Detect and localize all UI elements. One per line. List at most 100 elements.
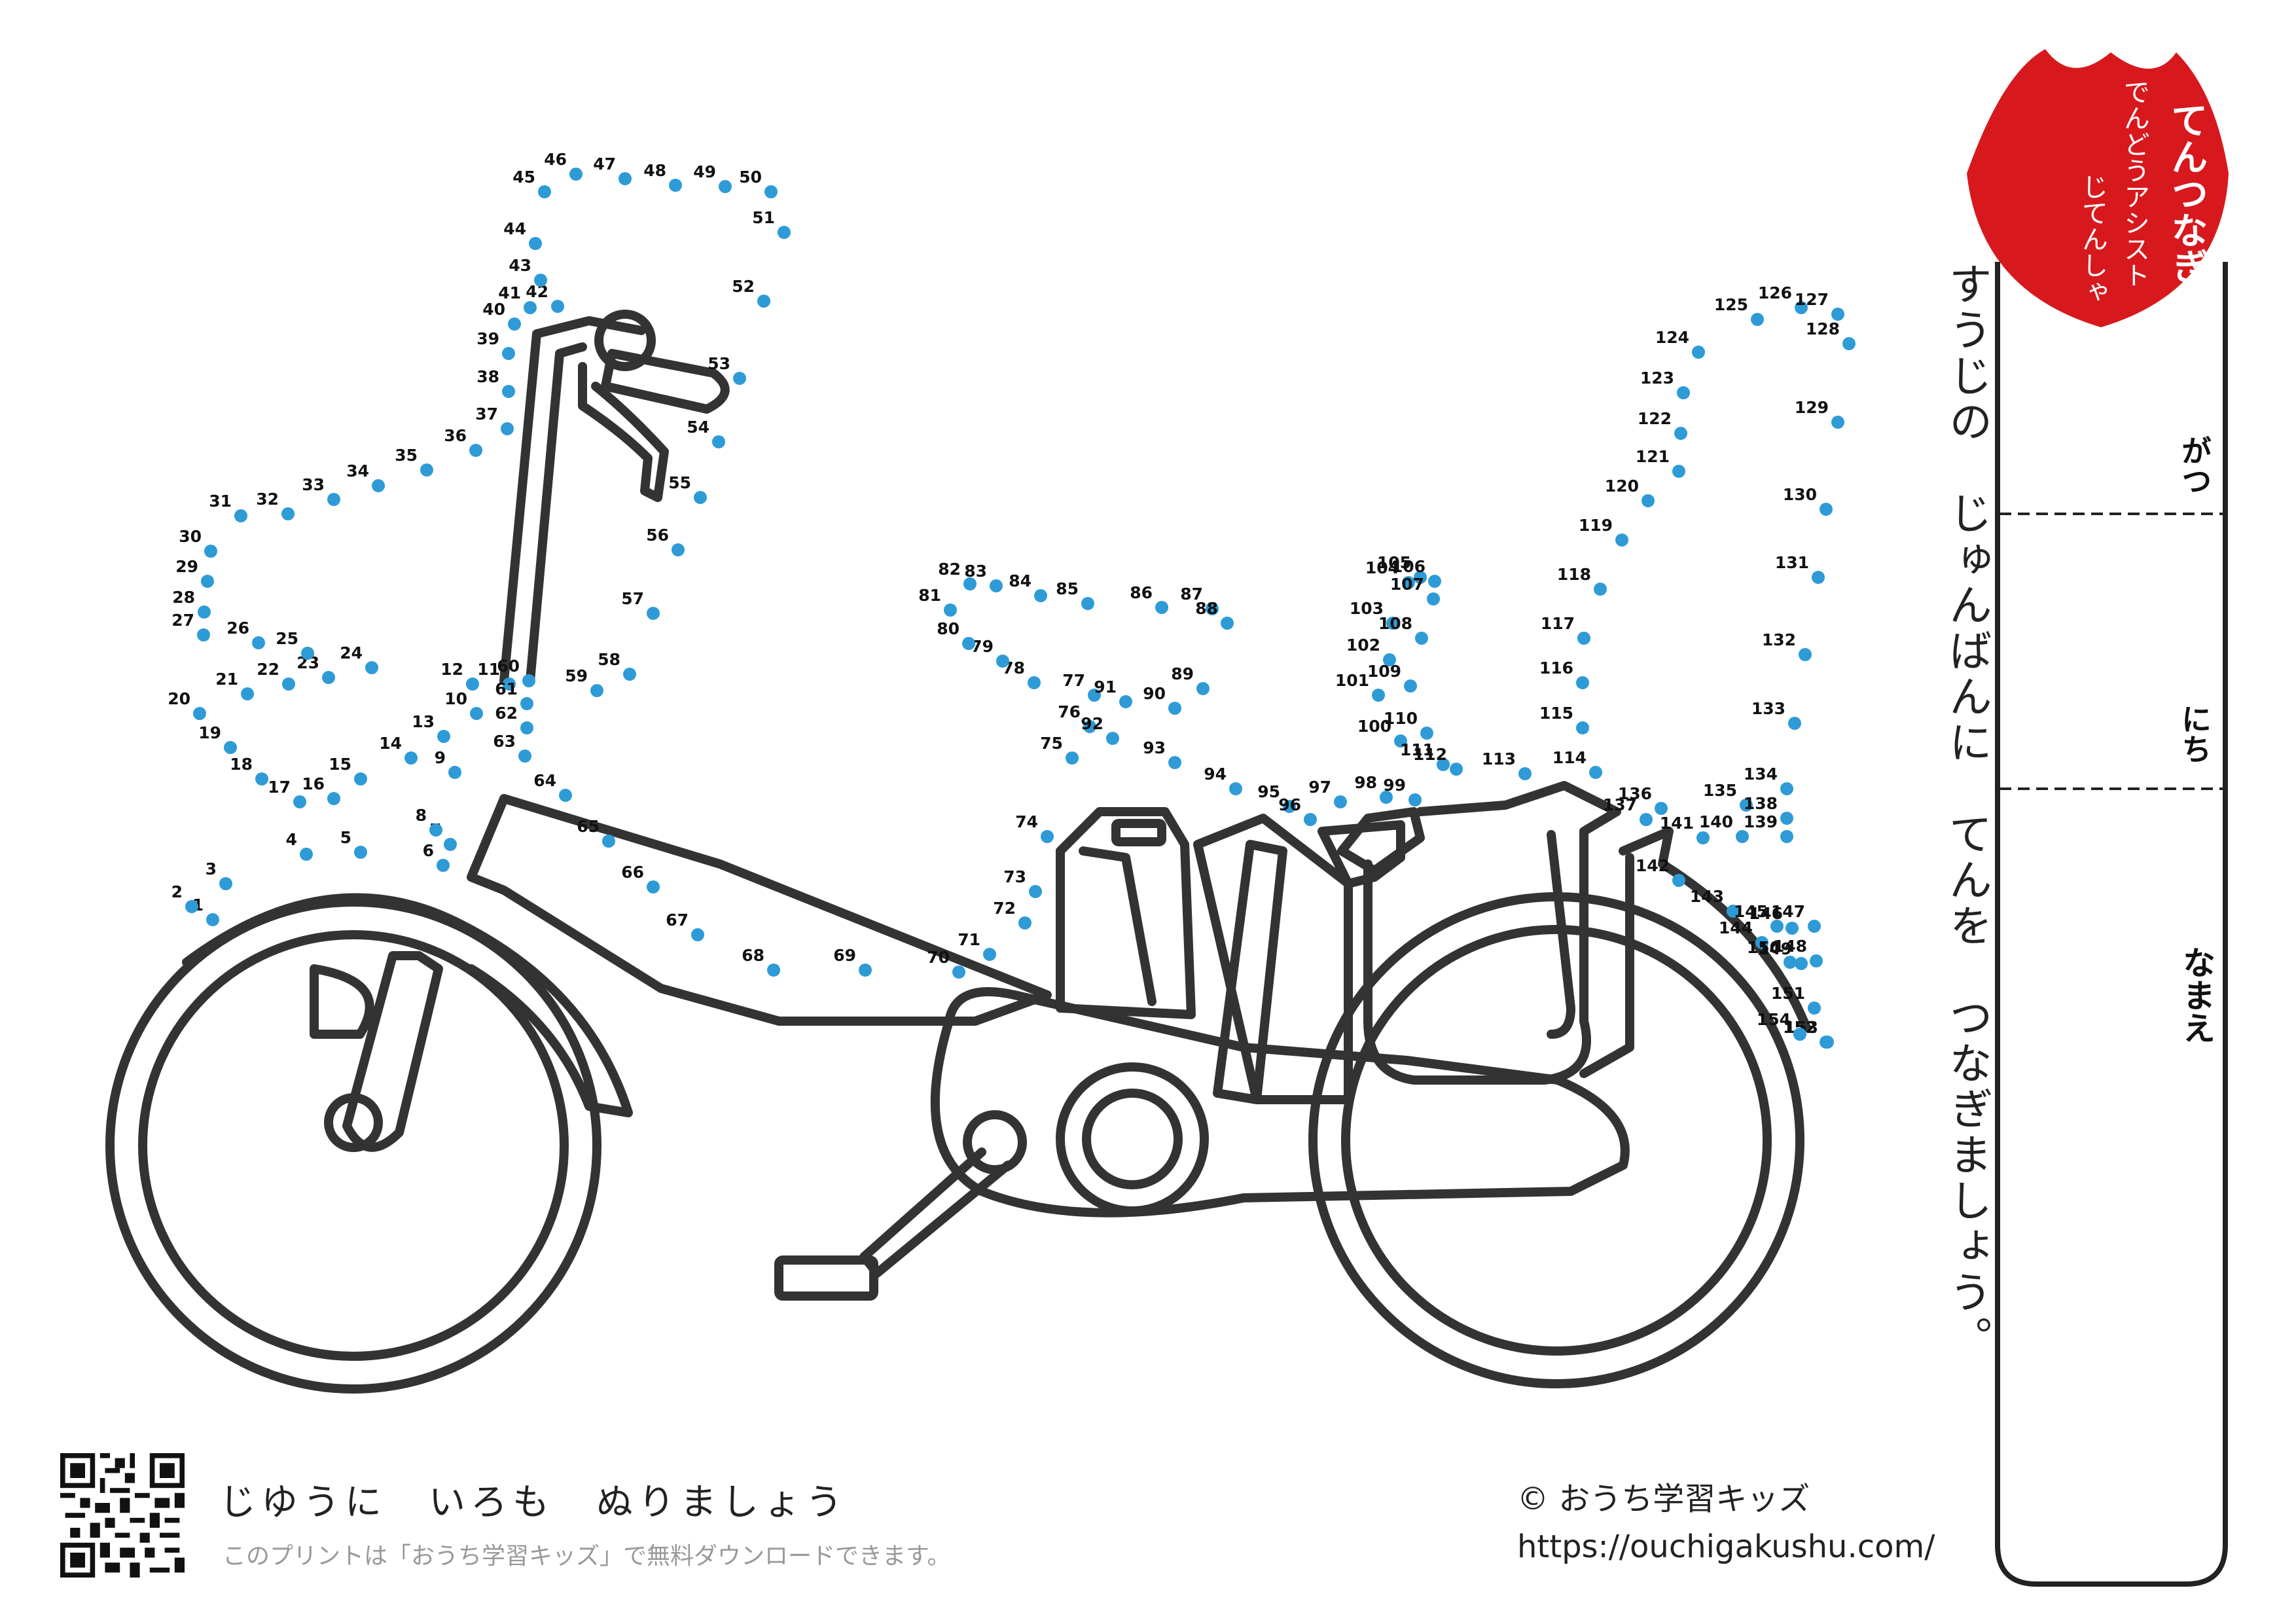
dot-number-80: 80 <box>937 619 960 638</box>
dot-number-46: 46 <box>544 150 567 169</box>
dot-number-105: 105 <box>1377 553 1411 572</box>
dot-number-122: 122 <box>1638 409 1672 428</box>
dot-number-124: 124 <box>1655 328 1689 347</box>
dot-number-48: 48 <box>643 161 666 180</box>
dot-number-10: 10 <box>444 689 467 708</box>
dot-73 <box>1029 885 1042 898</box>
drive-unit <box>930 987 1630 1218</box>
dot-number-33: 33 <box>302 475 325 494</box>
dot-1 <box>206 913 219 926</box>
dot-94 <box>1229 782 1242 795</box>
dot-8 <box>429 823 442 837</box>
dot-number-79: 79 <box>971 637 994 656</box>
dot-54 <box>712 435 725 448</box>
dot-number-37: 37 <box>475 405 498 424</box>
dot-87 <box>1206 602 1219 615</box>
front-wheel-inner <box>138 930 569 1361</box>
dot-number-43: 43 <box>509 256 531 275</box>
dot-number-34: 34 <box>346 461 369 480</box>
dot-9 <box>448 766 461 779</box>
dot-number-74: 74 <box>1015 812 1038 831</box>
front-hub <box>324 1093 383 1152</box>
dot-85 <box>1081 597 1094 610</box>
dot-78 <box>1028 676 1041 689</box>
dot-52 <box>757 295 770 308</box>
dot-number-144: 144 <box>1719 918 1753 937</box>
dot-81 <box>944 604 957 617</box>
dot-25 <box>301 647 314 660</box>
dot-5 <box>354 846 367 859</box>
dot-number-145: 145 <box>1734 902 1768 921</box>
dot-number-36: 36 <box>444 426 467 445</box>
dot-56 <box>672 543 685 556</box>
dot-number-4: 4 <box>286 830 297 849</box>
dot-number-59: 59 <box>565 666 588 685</box>
dot-147 <box>1808 920 1821 933</box>
dot-112 <box>1450 763 1463 776</box>
dot-number-53: 53 <box>708 354 730 373</box>
dot-11 <box>503 677 516 691</box>
dot-41 <box>524 301 537 314</box>
dot-number-28: 28 <box>172 588 195 607</box>
battery <box>1056 807 1196 1019</box>
dot-144 <box>1755 936 1768 949</box>
dot-number-130: 130 <box>1783 485 1817 504</box>
dot-number-129: 129 <box>1795 398 1829 417</box>
site-url[interactable]: https://ouchigakushu.com/ <box>1517 1528 1935 1565</box>
dot-139 <box>1780 830 1793 843</box>
dot-124 <box>1692 346 1705 359</box>
down-tube <box>1213 840 1287 1104</box>
dot-number-103: 103 <box>1350 599 1384 618</box>
dot-55 <box>694 491 707 504</box>
seat-tube <box>1079 846 1157 1006</box>
dot-number-2: 2 <box>171 882 183 901</box>
dot-number-25: 25 <box>276 629 298 648</box>
dot-number-140: 140 <box>1699 812 1733 831</box>
main-frame <box>467 794 1052 1026</box>
dot-number-150: 150 <box>1747 938 1781 957</box>
dot-83 <box>990 579 1003 592</box>
dot-132 <box>1799 648 1812 661</box>
dot-12 <box>466 677 479 691</box>
dot-50 <box>764 185 778 198</box>
seat-post <box>1193 814 1353 1104</box>
dot-51 <box>778 226 791 239</box>
dot-140 <box>1736 830 1749 843</box>
dot-39 <box>502 347 515 360</box>
dot-number-8: 8 <box>416 806 427 825</box>
dot-number-131: 131 <box>1775 553 1809 572</box>
dot-number-110: 110 <box>1384 709 1418 728</box>
dot-number-132: 132 <box>1762 630 1796 649</box>
dot-19 <box>224 741 237 754</box>
dot-number-139: 139 <box>1744 812 1778 831</box>
dot-number-90: 90 <box>1143 684 1166 703</box>
dot-number-76: 76 <box>1058 702 1081 721</box>
dot-number-133: 133 <box>1751 699 1785 718</box>
battery-label <box>1111 819 1166 846</box>
dot-number-20: 20 <box>168 689 190 708</box>
dot-98 <box>1380 791 1393 804</box>
qr-code-icon <box>60 1453 185 1578</box>
front-reflector <box>310 964 374 1039</box>
dot-27 <box>197 628 210 641</box>
dot-121 <box>1672 465 1685 478</box>
dot-86 <box>1155 601 1168 614</box>
dot-number-135: 135 <box>1703 781 1737 800</box>
dot-number-143: 143 <box>1690 887 1724 906</box>
day-label: にち <box>2177 704 2212 764</box>
dot-138 <box>1780 812 1793 825</box>
rear-fender <box>1619 827 1811 1032</box>
dot-24 <box>365 661 378 674</box>
dot-42 <box>551 300 564 313</box>
dot-14 <box>404 751 418 765</box>
dot-38 <box>502 385 515 398</box>
dot-71 <box>983 948 996 961</box>
dot-number-31: 31 <box>209 492 232 511</box>
dot-number-26: 26 <box>226 619 249 638</box>
dot-number-85: 85 <box>1056 579 1079 598</box>
dot-43 <box>534 274 547 287</box>
dot-number-111: 111 <box>1400 740 1434 759</box>
dot-109 <box>1404 679 1417 693</box>
dot-number-86: 86 <box>1130 583 1153 602</box>
